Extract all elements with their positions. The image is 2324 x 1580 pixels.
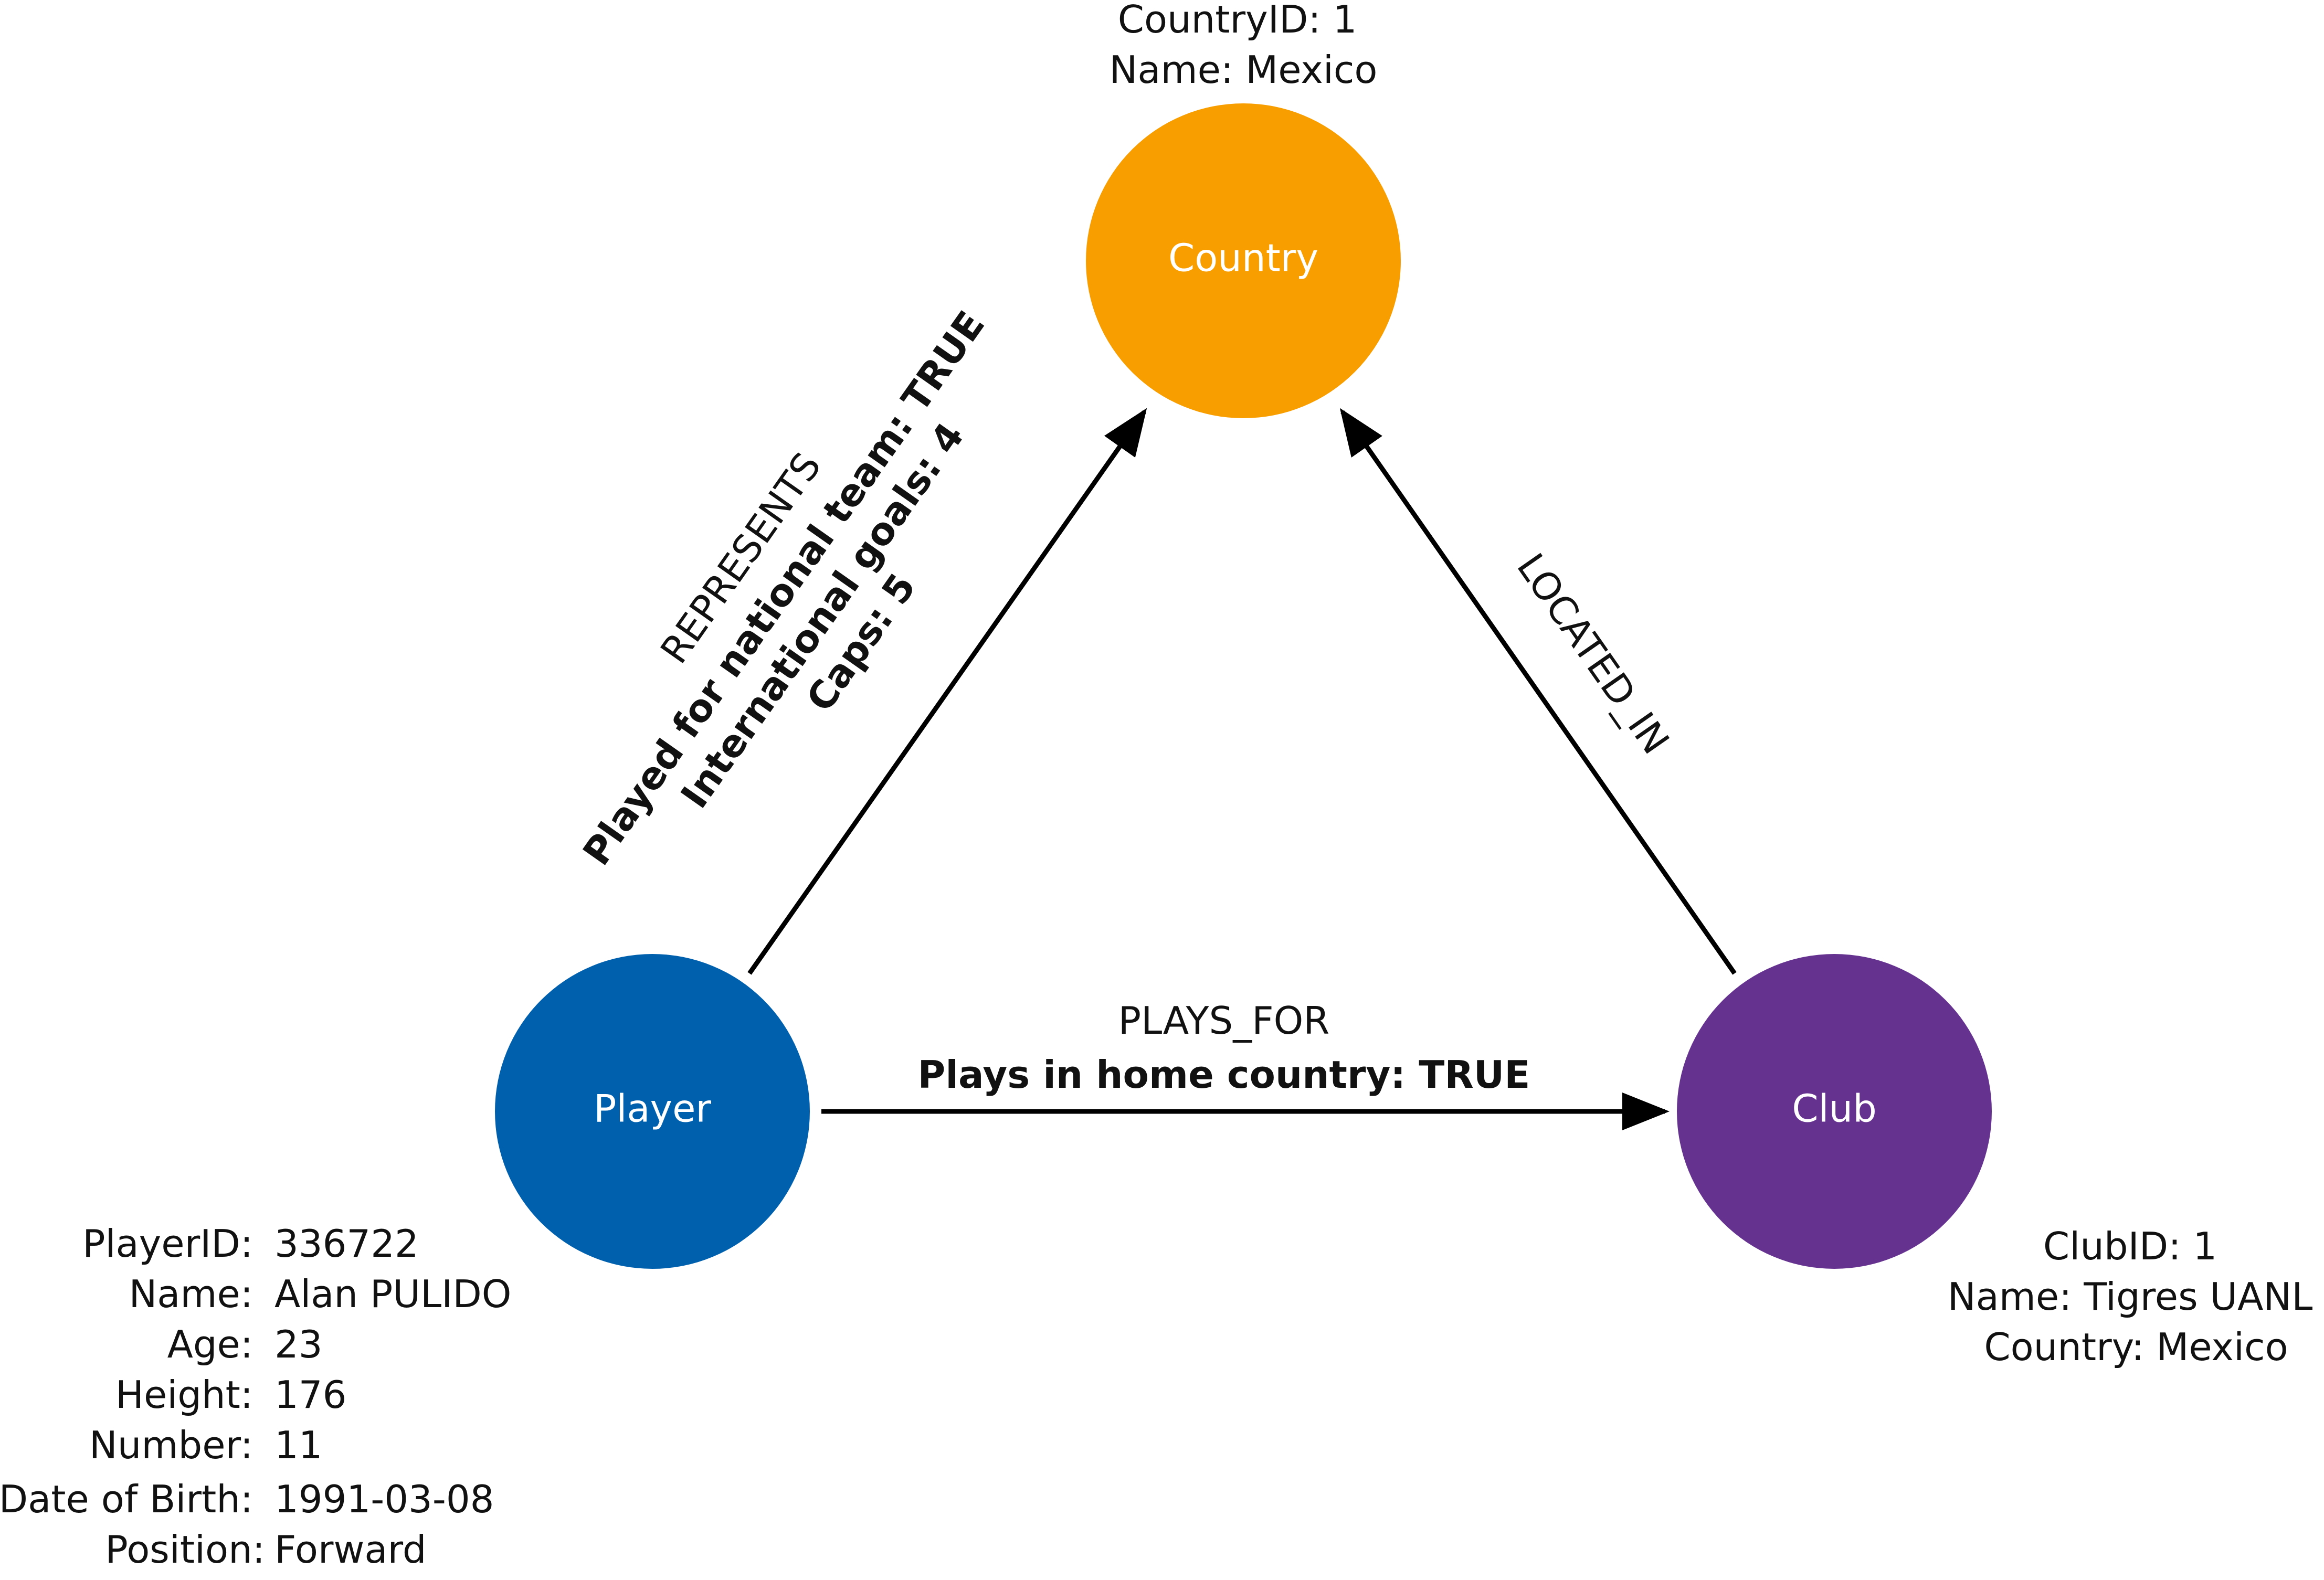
plays-for-type-label: PLAYS_FOR bbox=[1118, 999, 1330, 1043]
player-attr-key: Position: bbox=[105, 1528, 265, 1572]
club-attr-id: ClubID: 1 bbox=[2043, 1224, 2217, 1268]
country-attr-name: Name: Mexico bbox=[1110, 48, 1378, 92]
player-attr-key: Height: bbox=[115, 1373, 253, 1417]
located-in-labels: LOCATED_IN bbox=[1508, 546, 1678, 762]
player-attr-value: 176 bbox=[274, 1373, 346, 1417]
player-attr-value: 1991-03-08 bbox=[274, 1477, 494, 1521]
player-attr-value: Alan PULIDO bbox=[274, 1272, 511, 1316]
player-attr-key: Number: bbox=[89, 1423, 253, 1467]
represents-edge bbox=[747, 408, 1147, 975]
player-attr-value: 11 bbox=[274, 1423, 323, 1467]
player-attr-key: PlayerID: bbox=[82, 1222, 253, 1266]
player-attributes: PlayerID: Name: Age: Height: Number: Dat… bbox=[0, 1222, 523, 1572]
player-attr-key: Name: bbox=[129, 1272, 253, 1316]
club-attributes: ClubID: 1 Name: Tigres UANL Country: Mex… bbox=[1948, 1224, 2324, 1369]
player-node-label: Player bbox=[594, 1087, 711, 1131]
player-node[interactable] bbox=[495, 954, 810, 1269]
player-attr-value: 336722 bbox=[274, 1222, 419, 1266]
country-node[interactable] bbox=[1086, 103, 1401, 418]
located-in-type-label: LOCATED_IN bbox=[1508, 546, 1678, 762]
player-attr-key: Age: bbox=[167, 1322, 253, 1366]
svg-text:PlayerID: Name: Ag: PlayerID: Name: Age: Height: Number: Dat… bbox=[0, 1222, 265, 1572]
svg-text:336722 Alan PULIDO: 336722 Alan PULIDO 23 176 11 1991-03-08 … bbox=[274, 1222, 523, 1572]
represents-prop-label: Played for national team: TRUE bbox=[574, 303, 993, 873]
club-attr-name: Name: Tigres UANL bbox=[1948, 1275, 2313, 1319]
country-attributes: CountryID: 1 Name: Mexico bbox=[1110, 0, 1378, 92]
player-attr-key: Date of Birth: bbox=[0, 1477, 253, 1521]
player-attr-value: Forward bbox=[274, 1528, 427, 1572]
located-in-edge bbox=[1339, 408, 1737, 975]
country-attr-id: CountryID: 1 bbox=[1118, 0, 1357, 41]
club-node-label: Club bbox=[1792, 1087, 1877, 1131]
club-attr-country: Country: Mexico bbox=[1984, 1325, 2288, 1369]
club-node[interactable] bbox=[1677, 954, 1992, 1269]
plays-for-prop-label: Plays in home country: TRUE bbox=[918, 1053, 1530, 1097]
country-node-label: Country bbox=[1168, 236, 1318, 280]
player-attr-value: 23 bbox=[274, 1322, 323, 1366]
represents-labels: REPRESENTS Played for national team: TRU… bbox=[574, 303, 993, 873]
